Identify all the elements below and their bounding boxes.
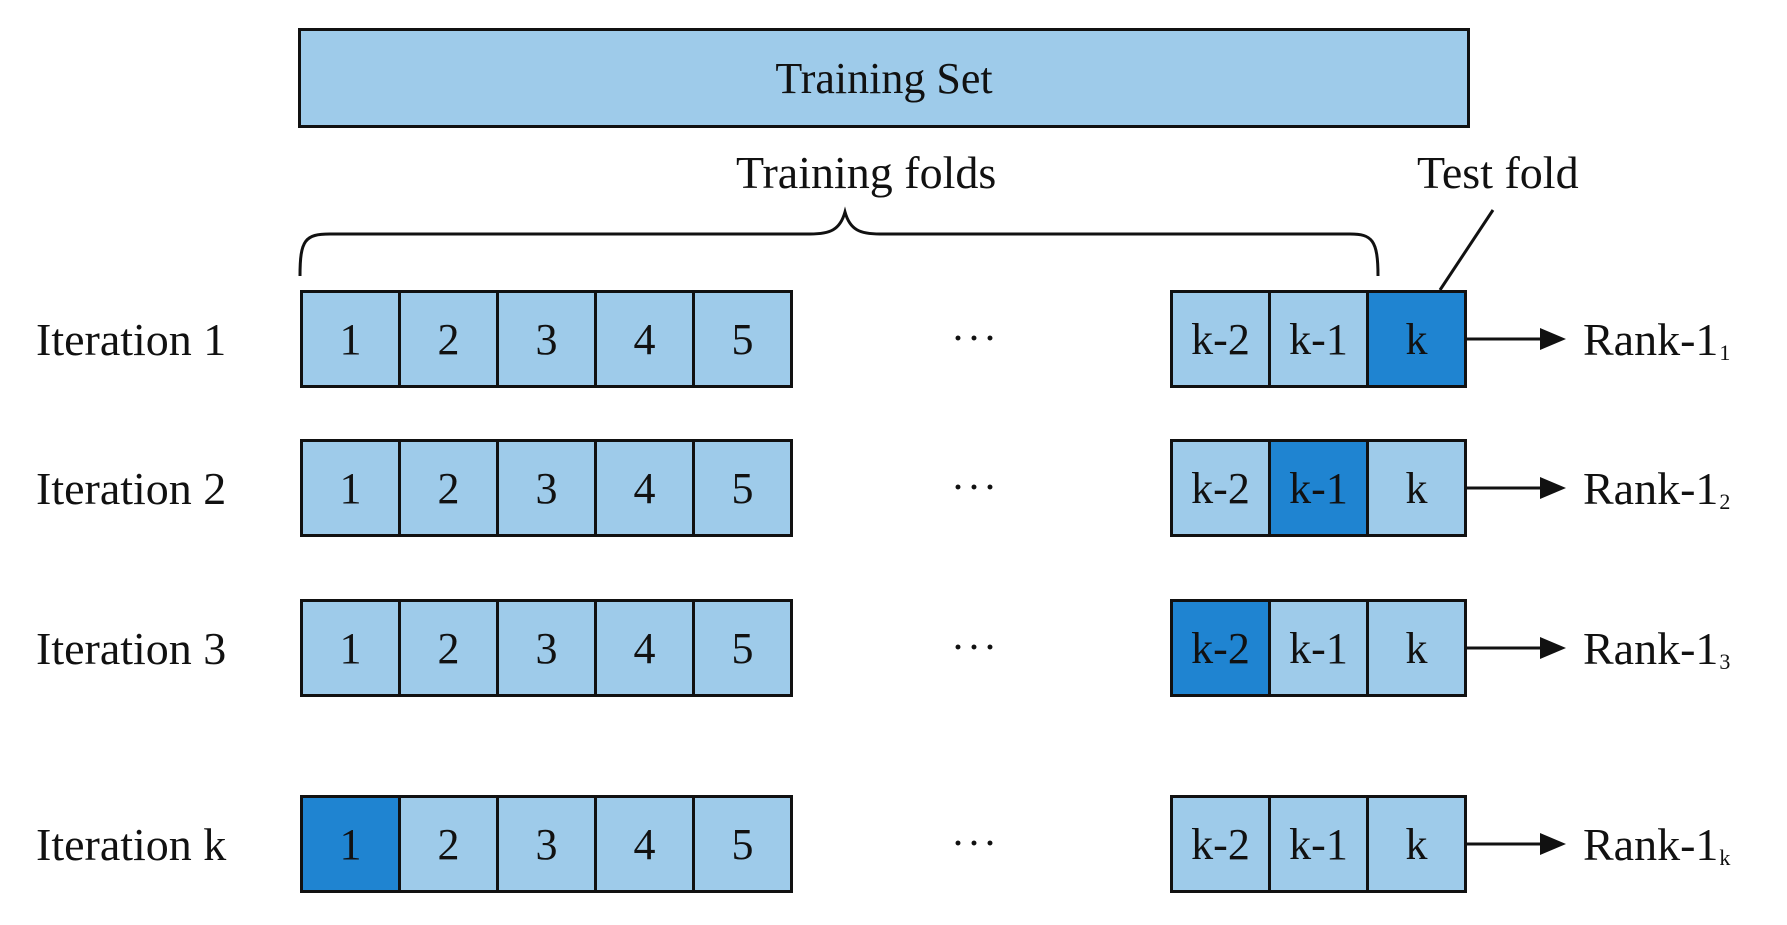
training-fold-cell: 5: [692, 599, 793, 697]
training-fold-cell: k-2: [1170, 290, 1271, 388]
training-fold-cell: 1: [300, 599, 401, 697]
arrow-head: [1540, 477, 1566, 499]
training-set-label: Training Set: [775, 53, 993, 103]
test-fold-cell: k-1: [1268, 439, 1369, 537]
training-fold-cell: 2: [398, 599, 499, 697]
training-fold-cell: 3: [496, 290, 597, 388]
training-folds-brace: [298, 206, 1380, 277]
iteration-label: Iteration 3: [36, 622, 227, 674]
arrow-head: [1540, 833, 1566, 855]
training-fold-cell: k-1: [1268, 599, 1369, 697]
training-fold-cell: 3: [496, 439, 597, 537]
training-fold-cell: 3: [496, 795, 597, 893]
training-fold-cell: k-1: [1268, 795, 1369, 893]
training-fold-cell: 2: [398, 290, 499, 388]
training-fold-cell: k: [1366, 599, 1467, 697]
training-fold-cell: 4: [594, 599, 695, 697]
rank-result-label: Rank-1: [1583, 818, 1719, 870]
training-fold-cell: 1: [300, 439, 401, 537]
training-fold-cell: 5: [692, 439, 793, 537]
arrow-head: [1540, 637, 1566, 659]
training-fold-cell: 2: [398, 439, 499, 537]
rank-result-subscript: 2: [1719, 489, 1731, 514]
ellipsis: ···: [951, 316, 999, 362]
rank-result-subscript: 1: [1719, 340, 1731, 365]
test-fold-caption: Test fold: [1417, 147, 1579, 198]
training-fold-cell: 4: [594, 290, 695, 388]
training-fold-cell: k-1: [1268, 290, 1369, 388]
rank-result-label: Rank-1: [1583, 462, 1719, 514]
training-fold-cell: 2: [398, 795, 499, 893]
ellipsis: ···: [951, 821, 999, 867]
ellipsis: ···: [951, 625, 999, 671]
training-fold-cell: k-2: [1170, 439, 1271, 537]
training-fold-cell: 5: [692, 795, 793, 893]
training-fold-cell: k-2: [1170, 795, 1271, 893]
training-fold-cell: 3: [496, 599, 597, 697]
rank-result-label: Rank-1: [1583, 313, 1719, 365]
iteration-label: Iteration 2: [36, 462, 227, 514]
rank-result-subscript: 3: [1719, 649, 1731, 674]
training-set-box: Training Set: [298, 28, 1470, 128]
ellipsis: ···: [951, 465, 999, 511]
training-fold-cell: 5: [692, 290, 793, 388]
rank-result-subscript: k: [1719, 845, 1731, 870]
training-fold-cell: 4: [594, 795, 695, 893]
training-fold-cell: 1: [300, 290, 401, 388]
arrow-head: [1540, 328, 1566, 350]
training-folds-caption: Training folds: [736, 147, 997, 198]
test-fold-cell: 1: [300, 795, 401, 893]
training-fold-cell: k: [1366, 795, 1467, 893]
rank-result-label: Rank-1: [1583, 622, 1719, 674]
test-fold-cell: k-2: [1170, 599, 1271, 697]
iteration-label: Iteration 1: [36, 313, 227, 365]
training-fold-cell: 4: [594, 439, 695, 537]
training-fold-cell: k: [1366, 439, 1467, 537]
iteration-label: Iteration k: [36, 818, 227, 870]
test-fold-pointer-line: [1438, 209, 1495, 291]
test-fold-cell: k: [1366, 290, 1467, 388]
